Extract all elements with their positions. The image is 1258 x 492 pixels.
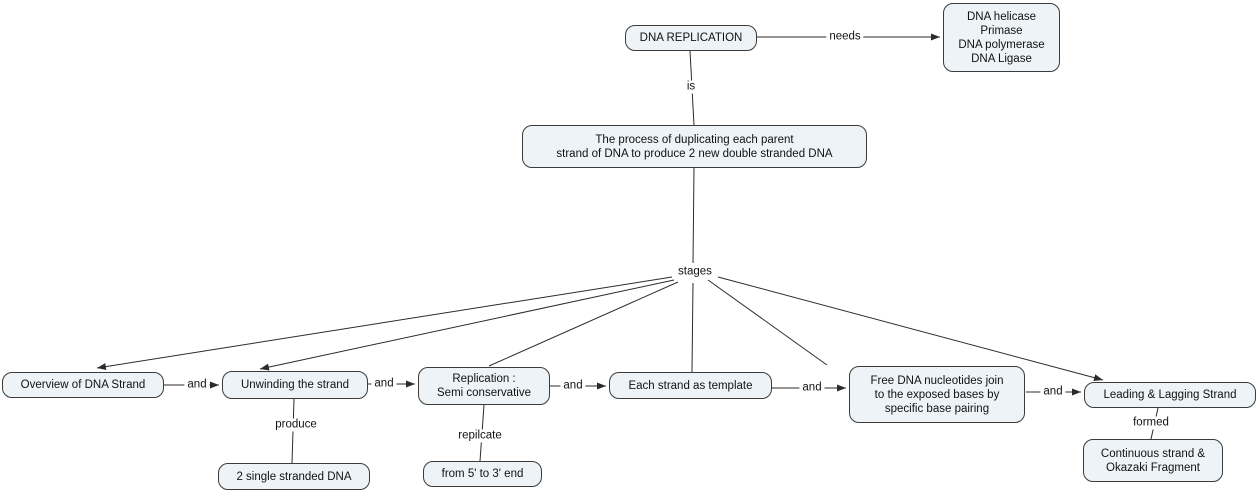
node-label-line: Okazaki Fragment [1106,461,1200,474]
node-label-line: DNA polymerase [958,38,1045,51]
node-label: Leading & Lagging Strand [1103,389,1237,401]
node-unwinding-strand[interactable]: Unwinding the strand [222,371,368,399]
link-label-needs[interactable]: needs [826,30,864,44]
node-label-line: Free DNA nucleotides join [870,374,1004,387]
node-label: Overview of DNA Strand [20,379,146,391]
node-label: 2 single stranded DNA [236,470,352,483]
link-label-and-3[interactable]: and [560,379,586,393]
node-label-line: strand of DNA to produce 2 new double st… [556,147,833,160]
node-each-strand-template[interactable]: Each strand as template [609,372,772,399]
node-process-definition[interactable]: The process of duplicating each parent s… [522,125,867,168]
node-enzymes[interactable]: DNA helicase Primase DNA polymerase DNA … [943,3,1060,72]
node-label-line: DNA helicase [966,10,1037,23]
link-label-and-4[interactable]: and [799,381,825,395]
node-label-line: Semi conservative [437,387,531,399]
node-continuous-okazaki[interactable]: Continuous strand & Okazaki Fragment [1083,439,1223,482]
node-label-line: Replication : [452,373,516,385]
node-label-line: Primase [980,24,1023,37]
link-label-stages[interactable]: stages [675,265,715,279]
link-label-is[interactable]: is [683,80,699,94]
node-label-line: specific base pairing [884,402,990,415]
link-label-and-5[interactable]: and [1040,385,1066,399]
node-leading-lagging-strand[interactable]: Leading & Lagging Strand [1084,382,1256,408]
link-label-and-2[interactable]: and [371,377,397,391]
node-label: DNA REPLICATION [639,32,743,44]
node-replication-semi-conservative[interactable]: Replication : Semi conservative [418,367,550,405]
node-label: Each strand as template [628,379,753,392]
node-five-to-three-end[interactable]: from 5' to 3' end [423,461,542,487]
link-label-repilcate[interactable]: repilcate [455,429,505,443]
node-label: Unwinding the strand [240,379,350,391]
node-label-line: Continuous strand & [1100,447,1206,460]
node-label-line: The process of duplicating each parent [595,133,794,146]
node-overview-dna-strand[interactable]: Overview of DNA Strand [2,372,164,398]
link-label-and-1[interactable]: and [184,378,210,392]
node-label-line: to the exposed bases by [874,388,1000,401]
node-label: from 5' to 3' end [441,468,524,480]
link-label-formed[interactable]: formed [1130,416,1172,430]
link-label-produce[interactable]: produce [272,418,320,432]
node-dna-replication[interactable]: DNA REPLICATION [625,25,757,51]
node-label-line: DNA Ligase [971,52,1032,65]
node-free-nucleotides[interactable]: Free DNA nucleotides join to the exposed… [849,366,1025,423]
node-two-single-stranded[interactable]: 2 single stranded DNA [218,463,370,490]
